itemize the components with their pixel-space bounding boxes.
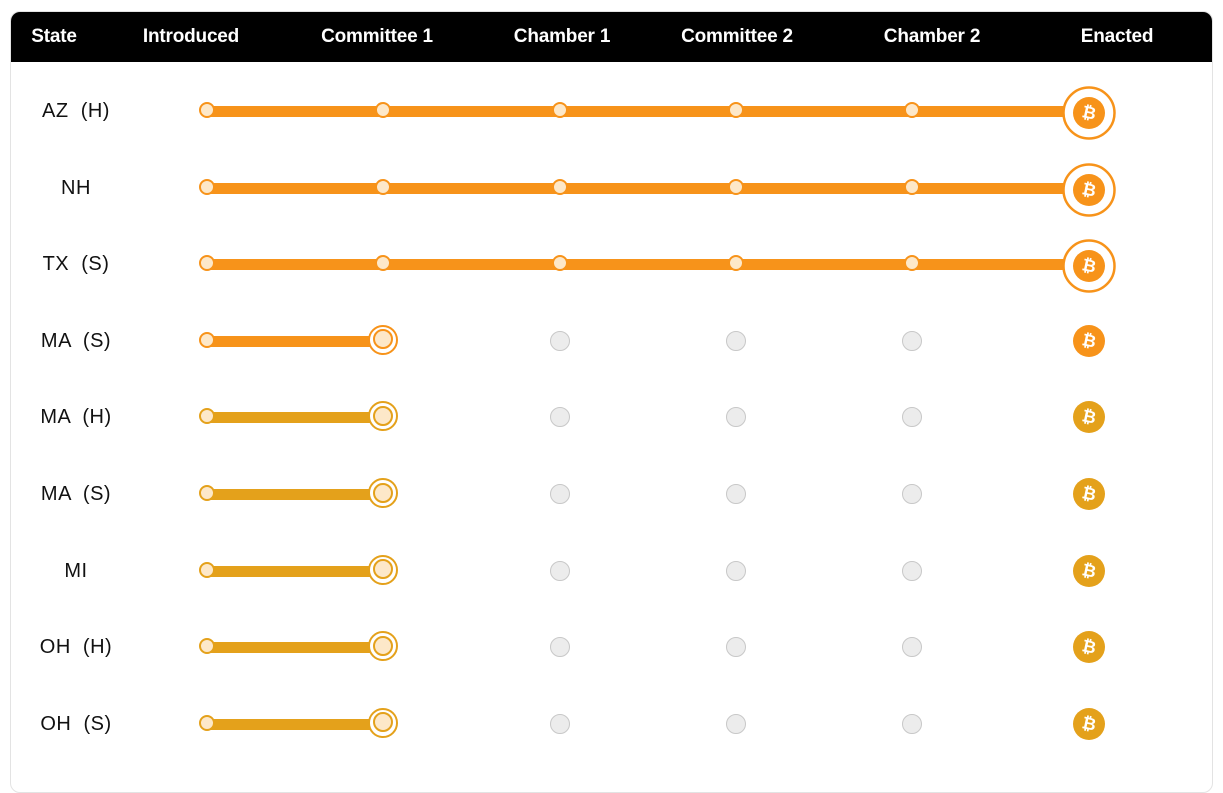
pending-stage-node-icon <box>902 637 922 658</box>
svg-text:₿: ₿ <box>1080 102 1098 124</box>
progress-bar <box>207 412 383 424</box>
state-label: AZ (H) <box>42 100 110 122</box>
pending-stage-node-icon <box>726 637 746 658</box>
pending-stage-node-icon <box>902 330 922 351</box>
pending-stage-node-icon <box>550 637 570 658</box>
svg-text:₿: ₿ <box>1080 713 1098 735</box>
completed-stage-node-icon <box>728 255 744 272</box>
completed-stage-node-icon <box>728 102 744 118</box>
completed-stage-node-icon <box>199 638 215 655</box>
pending-stage-node-icon <box>550 330 570 351</box>
state-label: OH (H) <box>39 636 113 659</box>
completed-stage-node-icon <box>199 178 215 195</box>
header-committee-2: Committee 2 <box>681 26 793 47</box>
current-stage-node-icon <box>368 401 398 432</box>
completed-stage-node-icon <box>199 102 215 118</box>
bitcoin-icon: ₿ <box>1062 239 1116 293</box>
svg-text:₿: ₿ <box>1080 330 1098 352</box>
svg-text:₿: ₿ <box>1080 179 1098 201</box>
table-row[interactable]: MA (S) ₿ <box>11 456 1212 533</box>
completed-stage-node-icon <box>199 561 215 578</box>
state-label: NH <box>61 176 91 199</box>
bitcoin-icon: ₿ <box>1073 324 1105 357</box>
completed-stage-node-icon <box>904 102 920 118</box>
pending-stage-node-icon <box>550 407 570 428</box>
progress-bar <box>207 182 1089 194</box>
table-row[interactable]: AZ (H) ₿ <box>11 73 1212 150</box>
svg-text:₿: ₿ <box>1080 407 1098 429</box>
completed-stage-node-icon <box>904 255 920 272</box>
completed-stage-node-icon <box>199 331 215 348</box>
bitcoin-icon: ₿ <box>1073 631 1105 664</box>
progress-bar <box>207 106 1089 117</box>
completed-stage-node-icon <box>375 255 391 272</box>
current-stage-node-icon <box>368 554 398 585</box>
state-label: MA (S) <box>40 329 112 352</box>
pending-stage-node-icon <box>726 713 746 734</box>
completed-stage-node-icon <box>199 714 215 731</box>
header-introduced: Introduced <box>142 26 240 47</box>
progress-bar <box>207 718 383 730</box>
svg-text:₿: ₿ <box>1080 636 1098 658</box>
completed-stage-node-icon <box>728 178 744 195</box>
svg-text:₿: ₿ <box>1080 483 1098 505</box>
current-stage-node-icon <box>368 631 398 662</box>
completed-stage-node-icon <box>199 408 215 425</box>
header-enacted: Enacted <box>1080 26 1154 47</box>
pending-stage-node-icon <box>902 407 922 428</box>
state-label: MI <box>64 559 88 582</box>
pending-stage-node-icon <box>726 484 746 504</box>
pending-stage-node-icon <box>902 560 922 581</box>
completed-stage-node-icon <box>552 102 568 118</box>
current-stage-node-icon <box>368 478 398 508</box>
table-header: State Introduced Committee 1 Chamber 1 Commi… <box>11 12 1212 62</box>
svg-text:₿: ₿ <box>1080 255 1098 277</box>
table-row[interactable]: MI ₿ <box>11 533 1212 610</box>
current-stage-node-icon <box>368 324 398 355</box>
table-row[interactable]: NH ₿ <box>11 150 1212 227</box>
progress-bar <box>207 565 383 577</box>
header-committee-1: Committee 1 <box>321 26 433 47</box>
bitcoin-icon: ₿ <box>1073 478 1105 510</box>
header-chamber-2: Chamber 2 <box>883 26 981 47</box>
progress-bar <box>207 489 383 500</box>
table-row[interactable]: OH (S) ₿ <box>11 686 1212 763</box>
pending-stage-node-icon <box>726 330 746 351</box>
pending-stage-node-icon <box>726 407 746 428</box>
pending-stage-node-icon <box>726 560 746 581</box>
state-label: MA (S) <box>40 483 112 505</box>
state-label: MA (H) <box>40 406 112 429</box>
table-row[interactable]: MA (S) ₿ <box>11 303 1212 380</box>
completed-stage-node-icon <box>375 178 391 195</box>
table-row[interactable]: TX (S) ₿ <box>11 226 1212 303</box>
state-label: TX (S) <box>42 253 110 276</box>
completed-stage-node-icon <box>199 255 215 272</box>
pending-stage-node-icon <box>902 484 922 504</box>
completed-stage-node-icon <box>552 255 568 272</box>
table-row[interactable]: MA (H) ₿ <box>11 379 1212 456</box>
completed-stage-node-icon <box>904 178 920 195</box>
pending-stage-node-icon <box>550 484 570 504</box>
bitcoin-icon: ₿ <box>1062 162 1116 217</box>
pending-stage-node-icon <box>902 713 922 734</box>
completed-stage-node-icon <box>552 178 568 195</box>
pending-stage-node-icon <box>550 560 570 581</box>
bitcoin-icon: ₿ <box>1073 554 1105 587</box>
pending-stage-node-icon <box>550 713 570 734</box>
table-row[interactable]: OH (H) ₿ <box>11 609 1212 686</box>
progress-bar <box>207 335 383 347</box>
current-stage-node-icon <box>368 707 398 738</box>
progress-bar <box>207 642 383 654</box>
state-label: OH (S) <box>40 712 112 735</box>
legislation-tracker-card: State Introduced Committee 1 Chamber 1 Commi… <box>10 11 1213 793</box>
completed-stage-node-icon <box>375 102 391 118</box>
bitcoin-icon: ₿ <box>1062 86 1116 140</box>
bitcoin-icon: ₿ <box>1073 707 1105 740</box>
header-state: State <box>31 26 77 47</box>
completed-stage-node-icon <box>199 485 215 501</box>
progress-bar <box>207 259 1089 271</box>
svg-text:₿: ₿ <box>1080 560 1098 582</box>
bitcoin-icon: ₿ <box>1073 401 1105 434</box>
header-chamber-1: Chamber 1 <box>513 26 611 47</box>
